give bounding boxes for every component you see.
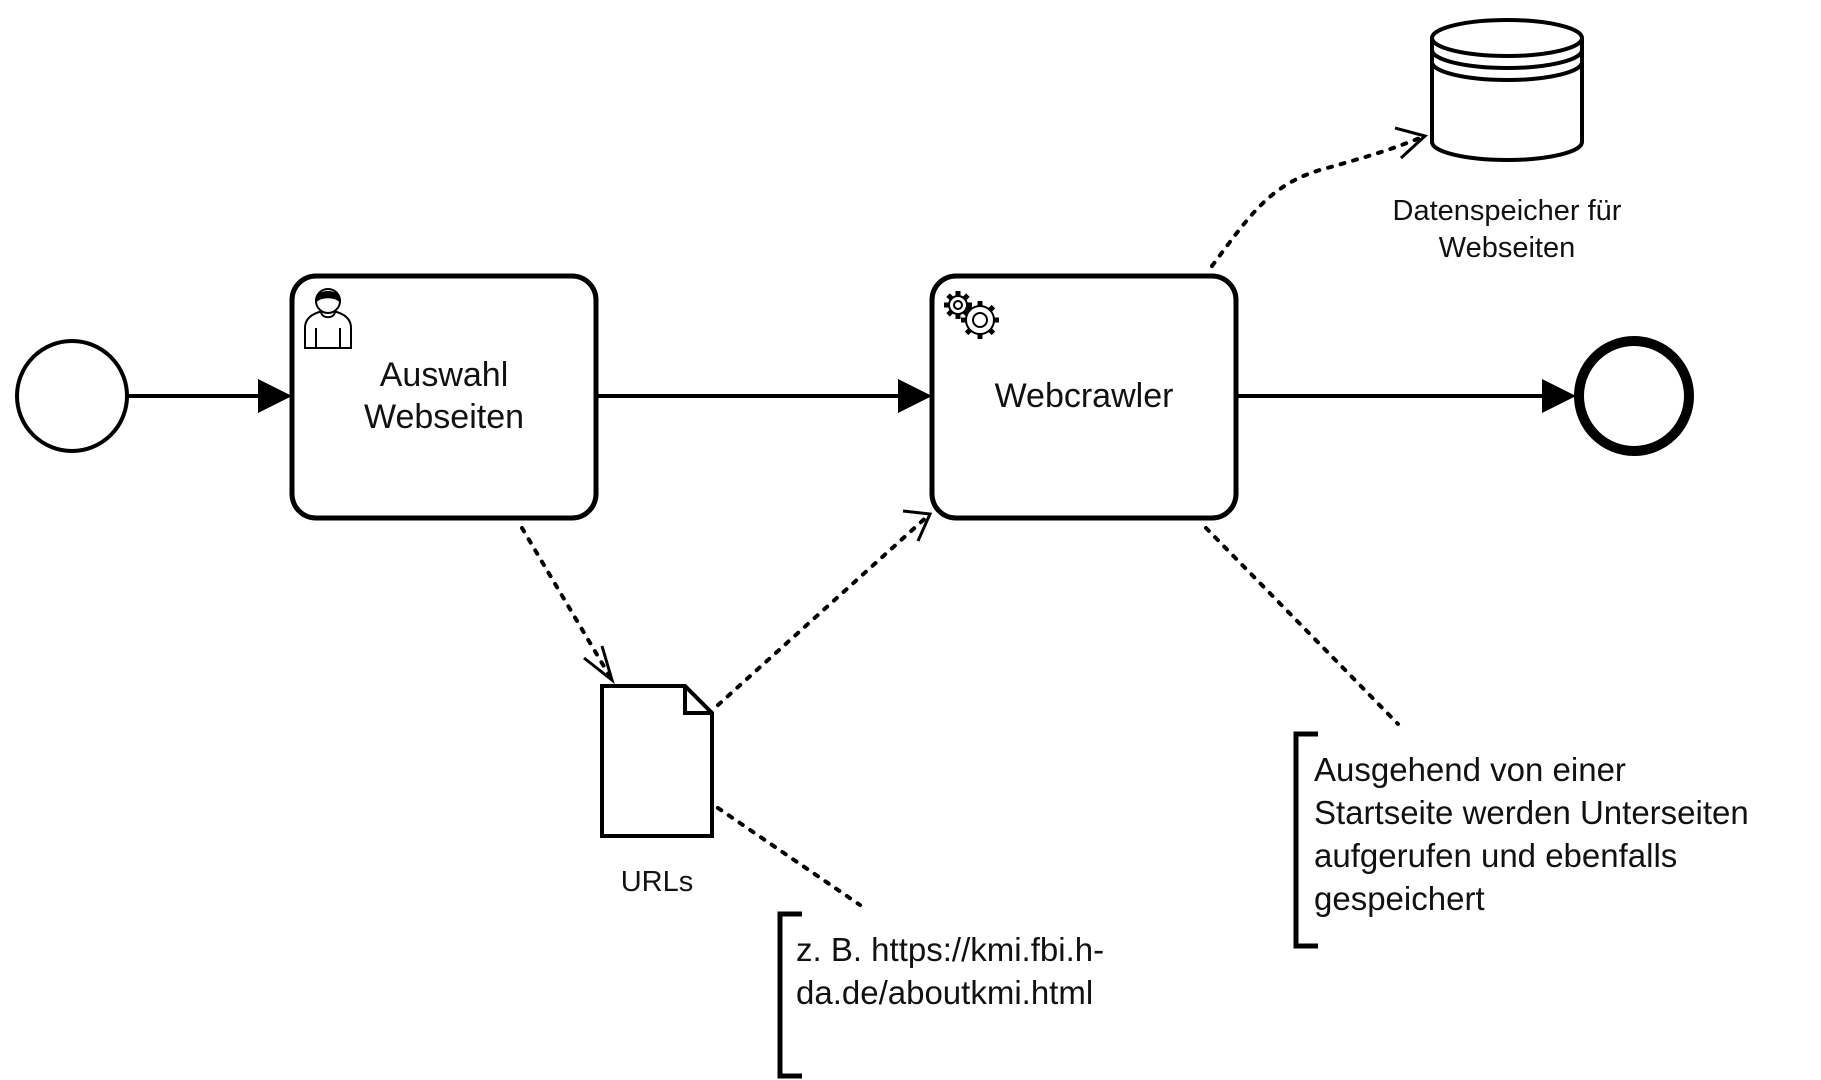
annotation-urls-text: z. B. https://kmi.fbi.h-da.de/aboutkmi.h…	[796, 931, 1105, 1011]
start-event[interactable]	[15, 339, 129, 453]
annotation-bracket-urls	[777, 911, 802, 1079]
task-auswahl-webseiten[interactable]	[289, 273, 599, 521]
sequence-flow-select-to-crawler	[598, 379, 932, 413]
user-icon	[304, 288, 352, 349]
arrowhead-urls-to-crawler	[902, 509, 933, 542]
arrowhead-select-to-urls	[583, 645, 615, 685]
task-auswahl-webseiten-label: Auswahl Webseiten	[363, 356, 525, 436]
data-association-crawler-to-store	[1210, 134, 1427, 268]
arrowhead-crawler-to-store	[1394, 126, 1429, 160]
data-object-urls-label: URLs	[620, 866, 694, 898]
data-object-urls[interactable]	[600, 684, 714, 838]
association-crawler-to-annotation	[1204, 526, 1400, 726]
data-association-urls-to-crawler	[716, 512, 932, 707]
end-event[interactable]	[1574, 336, 1694, 456]
data-store[interactable]	[1430, 18, 1584, 162]
gear-icon	[944, 291, 999, 339]
data-association-select-to-urls	[520, 526, 614, 682]
data-store-label: Datenspeicher für Webseiten	[1392, 195, 1622, 264]
annotation-bracket-crawler	[1293, 731, 1318, 949]
association-urls-to-annotation	[716, 806, 862, 907]
sequence-flow-start-to-select	[128, 379, 292, 413]
task-webcrawler-label: Webcrawler	[994, 377, 1174, 415]
sequence-flow-crawler-to-end	[1236, 379, 1576, 413]
annotation-crawler-text: Ausgehend von einer Startseite werden Un…	[1314, 751, 1749, 917]
task-webcrawler[interactable]	[929, 273, 1239, 521]
